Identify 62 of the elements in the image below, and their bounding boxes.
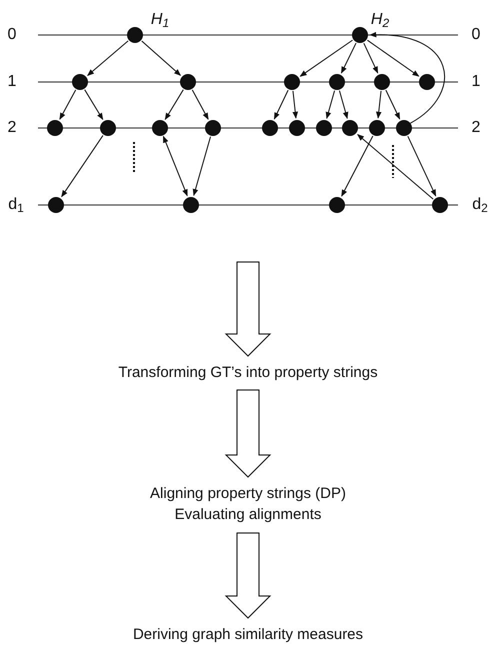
arrow xyxy=(407,136,436,197)
arrow xyxy=(162,136,188,196)
arrow xyxy=(192,89,209,120)
graph-node xyxy=(183,197,199,213)
arrow xyxy=(363,42,378,74)
step-text: Aligning property strings (DP) xyxy=(150,484,346,504)
arrow xyxy=(292,90,298,119)
graph-node xyxy=(329,197,345,213)
arrow xyxy=(192,136,212,196)
graph-node xyxy=(432,197,448,213)
graph-node xyxy=(369,120,385,136)
graph-node xyxy=(396,120,412,136)
graph-node xyxy=(284,74,300,90)
arrow xyxy=(300,40,354,77)
arrow xyxy=(357,134,434,200)
arrow xyxy=(61,134,104,198)
level-label: 2 xyxy=(8,118,16,138)
graph-node xyxy=(100,120,116,136)
level-label: 0 xyxy=(8,25,16,45)
arrow xyxy=(369,32,446,124)
level-label: 0 xyxy=(472,25,480,45)
block-arrow xyxy=(224,532,272,619)
graph-node xyxy=(152,120,168,136)
graph-name: H$_{2}$ xyxy=(370,10,390,30)
arrow xyxy=(84,89,104,120)
arrow xyxy=(87,40,129,76)
level-label: 1 xyxy=(472,72,480,92)
graph-node xyxy=(180,74,196,90)
level-label: 2 xyxy=(472,118,480,138)
arrow xyxy=(338,90,348,120)
arrow xyxy=(366,40,420,77)
graph-node xyxy=(419,74,435,90)
step-text: Transforming GT’s into property strings xyxy=(118,363,378,383)
level-label: 1 xyxy=(8,72,16,92)
level-label: d$_{1}$ xyxy=(8,195,24,215)
graph-node xyxy=(72,74,88,90)
graph-name: H$_{1}$ xyxy=(150,10,170,30)
arrow xyxy=(141,40,182,76)
arrow xyxy=(164,89,184,120)
arrow xyxy=(59,89,76,120)
step-text: Evaluating alignments xyxy=(174,505,322,525)
block-arrow xyxy=(224,390,272,478)
graph-node xyxy=(205,120,221,136)
graph-node xyxy=(316,120,332,136)
block-arrow xyxy=(224,262,272,357)
graph-node xyxy=(47,120,63,136)
graph-node xyxy=(289,120,305,136)
arrow xyxy=(340,42,357,74)
arrow xyxy=(376,90,382,119)
graph-node xyxy=(342,120,358,136)
graph-node xyxy=(352,27,368,43)
graph-node xyxy=(374,74,390,90)
graph-node xyxy=(262,120,278,136)
arrow xyxy=(341,135,374,197)
step-text: Deriving graph similarity measures xyxy=(132,625,364,645)
graph-node xyxy=(329,74,345,90)
graph-node xyxy=(48,197,64,213)
arrow xyxy=(274,90,289,120)
level-label: d$_{2}$ xyxy=(472,195,488,215)
arrow xyxy=(385,90,400,120)
arrow xyxy=(326,90,336,120)
graph-node xyxy=(127,27,143,43)
